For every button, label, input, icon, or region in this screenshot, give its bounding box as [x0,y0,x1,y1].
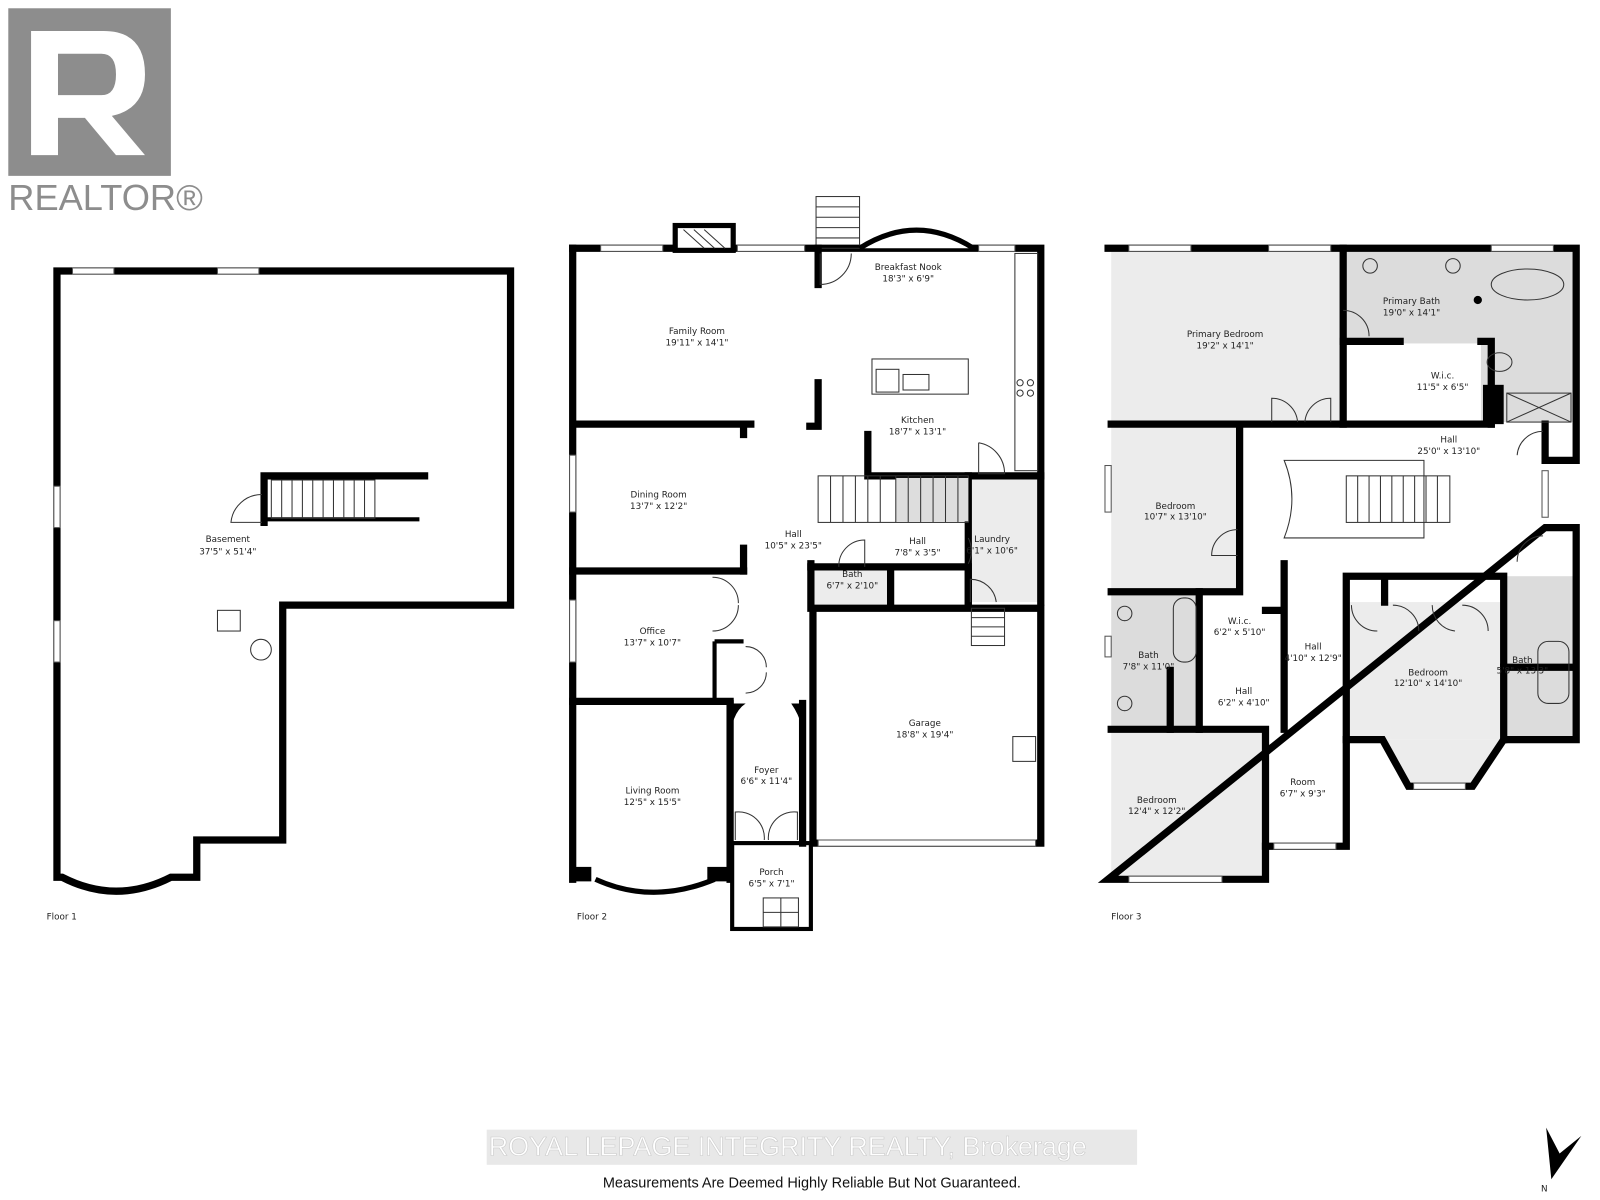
deck-steps [815,196,861,249]
porch [730,841,813,932]
svg-text:18'7" x 13'1": 18'7" x 13'1" [889,427,946,437]
svg-text:Primary Bedroom: Primary Bedroom [1187,330,1263,340]
floor-2-plan: Family Room 19'11" x 14'1" Breakfast Nook… [569,196,1045,932]
shower-icon [1506,392,1572,423]
electrical-panel-icon [250,638,272,661]
svg-text:Porch: Porch [759,868,783,878]
svg-text:11'5" x 6'5": 11'5" x 6'5" [1417,383,1469,393]
svg-text:Breakfast Nook: Breakfast Nook [875,263,943,273]
svg-text:Hall: Hall [909,537,926,547]
watermark: ROYAL LEPAGE INTEGRITY REALTY, Brokerage [489,1132,1087,1162]
svg-text:Hall: Hall [785,530,802,540]
svg-text:18'8" x 19'4": 18'8" x 19'4" [896,731,953,741]
bathtub-icon [1490,268,1565,301]
svg-text:12'5" x 15'5": 12'5" x 15'5" [624,798,681,808]
svg-text:7'8" x 3'5": 7'8" x 3'5" [895,549,941,559]
svg-text:W.i.c.: W.i.c. [1431,372,1454,382]
floor-label: Floor 3 [1111,913,1141,923]
svg-text:19'0" x 14'1": 19'0" x 14'1" [1383,309,1440,319]
svg-text:Bedroom: Bedroom [1408,669,1448,679]
floor-3-plan: Primary Bedroom 19'2" x 14'1" Primary Bat… [1097,244,1580,923]
svg-text:Room: Room [1290,778,1315,788]
svg-text:Primary Bath: Primary Bath [1383,297,1440,307]
svg-text:Garage: Garage [909,719,941,729]
kitchen-island [871,358,969,395]
svg-text:10'5" x 23'5": 10'5" x 23'5" [765,541,822,551]
kitchen-counter [1014,252,1039,472]
garage-fixture [1012,736,1037,762]
svg-text:19'2" x 14'1": 19'2" x 14'1" [1196,342,1253,352]
svg-text:Laundry: Laundry [974,535,1010,545]
floor-1-plan: Basement 37'5" x 51'4" Floor 1 [47,267,515,923]
door [230,493,263,523]
svg-text:Kitchen: Kitchen [901,416,934,426]
svg-text:Bedroom: Bedroom [1137,796,1177,806]
svg-text:Hall: Hall [1235,687,1252,697]
stairs [260,472,429,527]
svg-text:Bath: Bath [842,570,862,580]
svg-text:6'7" x 2'10": 6'7" x 2'10" [826,582,878,592]
utility-box [216,609,241,632]
svg-text:7'8" x 11'0": 7'8" x 11'0" [1123,662,1175,672]
svg-text:W.i.c.: W.i.c. [1228,617,1251,627]
svg-text:Foyer: Foyer [754,766,779,776]
watermark-bg [486,1129,1138,1165]
realtor-logo-text: REALTOR® [8,177,203,218]
realtor-logo: REALTOR® [8,8,203,218]
svg-text:Hall: Hall [1305,643,1322,653]
svg-text:5'8" x 13'3": 5'8" x 13'3" [1497,666,1549,676]
toilet-icon [1486,352,1513,372]
svg-text:10'7" x 13'10": 10'7" x 13'10" [1144,512,1207,522]
sink-icon [1445,258,1461,274]
svg-text:12'10" x 14'10": 12'10" x 14'10" [1394,679,1462,689]
svg-text:6'2" x 4'10": 6'2" x 4'10" [1218,699,1270,709]
svg-text:4'10" x 12'9": 4'10" x 12'9" [1285,654,1342,664]
fireplace [672,222,736,253]
stairs [1283,459,1451,539]
svg-text:Living Room: Living Room [625,786,679,796]
svg-text:Dining Room: Dining Room [631,491,687,501]
north-label: N [1541,1185,1548,1195]
svg-text:6'5" x 7'1": 6'5" x 7'1" [748,880,794,890]
svg-text:6'2" x 5'10": 6'2" x 5'10" [1214,628,1266,638]
floor-label: Floor 2 [577,913,607,923]
north-arrow-icon: N [1541,1127,1582,1195]
sink-icon [1362,258,1378,274]
svg-text:Hall: Hall [1440,436,1457,446]
room-labels: Family Room 19'11" x 14'1" Breakfast Nook… [624,263,1018,890]
sink-icon [902,373,930,391]
room-labels: Primary Bedroom 19'2" x 14'1" Primary Bat… [1123,297,1549,817]
svg-text:18'3" x 6'9": 18'3" x 6'9" [882,274,934,284]
svg-text:12'4" x 12'2": 12'4" x 12'2" [1128,807,1185,817]
svg-text:Bedroom: Bedroom [1156,502,1196,512]
bathtub-icon [1537,640,1570,704]
disclaimer: Measurements Are Deemed Highly Reliable … [603,1176,1021,1192]
svg-text:13'7" x 10'7": 13'7" x 10'7" [624,639,681,649]
svg-text:25'0" x 13'10": 25'0" x 13'10" [1417,447,1480,457]
svg-text:6'6" x 11'4": 6'6" x 11'4" [741,777,793,787]
svg-text:Office: Office [640,627,666,637]
svg-text:6'7" x 9'3": 6'7" x 9'3" [1280,790,1326,800]
svg-text:Bath: Bath [1512,656,1532,666]
svg-text:Family Room: Family Room [669,327,725,337]
stairs [817,475,1006,647]
svg-text:6'1" x 10'6": 6'1" x 10'6" [966,546,1018,556]
room-dims: 37'5" x 51'4" [199,547,256,557]
svg-text:13'7" x 12'2": 13'7" x 12'2" [630,502,687,512]
svg-text:19'11" x 14'1": 19'11" x 14'1" [666,339,729,349]
bathtub-icon [1172,597,1197,663]
room-label: Basement [206,535,251,545]
floor-label: Floor 1 [47,913,77,923]
svg-text:Bath: Bath [1138,651,1158,661]
